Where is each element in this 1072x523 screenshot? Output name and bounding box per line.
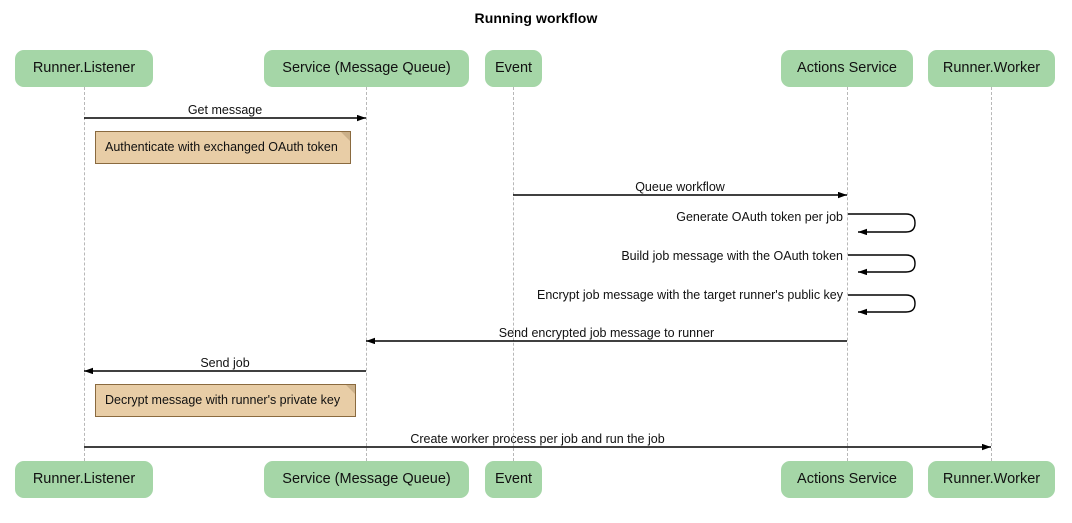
note-fold-corner-icon bbox=[341, 132, 350, 141]
participant-header-service-mq[interactable]: Service (Message Queue) bbox=[264, 50, 469, 87]
participant-header-actions-service[interactable]: Actions Service bbox=[781, 50, 913, 87]
participant-header-runner-listener[interactable]: Runner.Listener bbox=[15, 50, 153, 87]
lifeline-service-mq bbox=[366, 87, 367, 461]
participant-header-event[interactable]: Event bbox=[485, 50, 542, 87]
participant-footer-service-mq[interactable]: Service (Message Queue) bbox=[264, 461, 469, 498]
participant-footer-runner-worker[interactable]: Runner.Worker bbox=[928, 461, 1055, 498]
self-loop-encrypt-job-message bbox=[848, 294, 916, 316]
note-text: Authenticate with exchanged OAuth token bbox=[105, 140, 338, 154]
self-loop-build-job-message bbox=[848, 254, 916, 276]
participant-footer-event[interactable]: Event bbox=[485, 461, 542, 498]
note-decrypt-note: Decrypt message with runner's private ke… bbox=[95, 384, 356, 417]
message-label-send-encrypted-job-message: Send encrypted job message to runner bbox=[498, 326, 715, 340]
lifeline-runner-listener bbox=[84, 87, 85, 461]
participant-footer-actions-service[interactable]: Actions Service bbox=[781, 461, 913, 498]
note-authenticate-note: Authenticate with exchanged OAuth token bbox=[95, 131, 351, 164]
participant-header-runner-worker[interactable]: Runner.Worker bbox=[928, 50, 1055, 87]
message-label-get-message: Get message bbox=[187, 103, 263, 117]
page-title: Running workflow bbox=[474, 10, 598, 26]
message-label-queue-workflow: Queue workflow bbox=[635, 180, 725, 194]
self-loop-generate-oauth-token bbox=[848, 213, 916, 236]
message-label-generate-oauth-token: Generate OAuth token per job bbox=[676, 210, 843, 224]
lifeline-event bbox=[513, 87, 514, 461]
note-fold-corner-icon bbox=[346, 385, 355, 394]
note-text: Decrypt message with runner's private ke… bbox=[105, 393, 341, 407]
participant-footer-runner-listener[interactable]: Runner.Listener bbox=[15, 461, 153, 498]
message-label-encrypt-job-message: Encrypt job message with the target runn… bbox=[536, 288, 843, 302]
message-label-create-worker-process: Create worker process per job and run th… bbox=[410, 432, 665, 446]
lifeline-runner-worker bbox=[991, 87, 992, 461]
message-label-build-job-message: Build job message with the OAuth token bbox=[621, 249, 843, 263]
message-label-send-job: Send job bbox=[200, 356, 250, 370]
lifeline-actions-service bbox=[847, 87, 848, 461]
